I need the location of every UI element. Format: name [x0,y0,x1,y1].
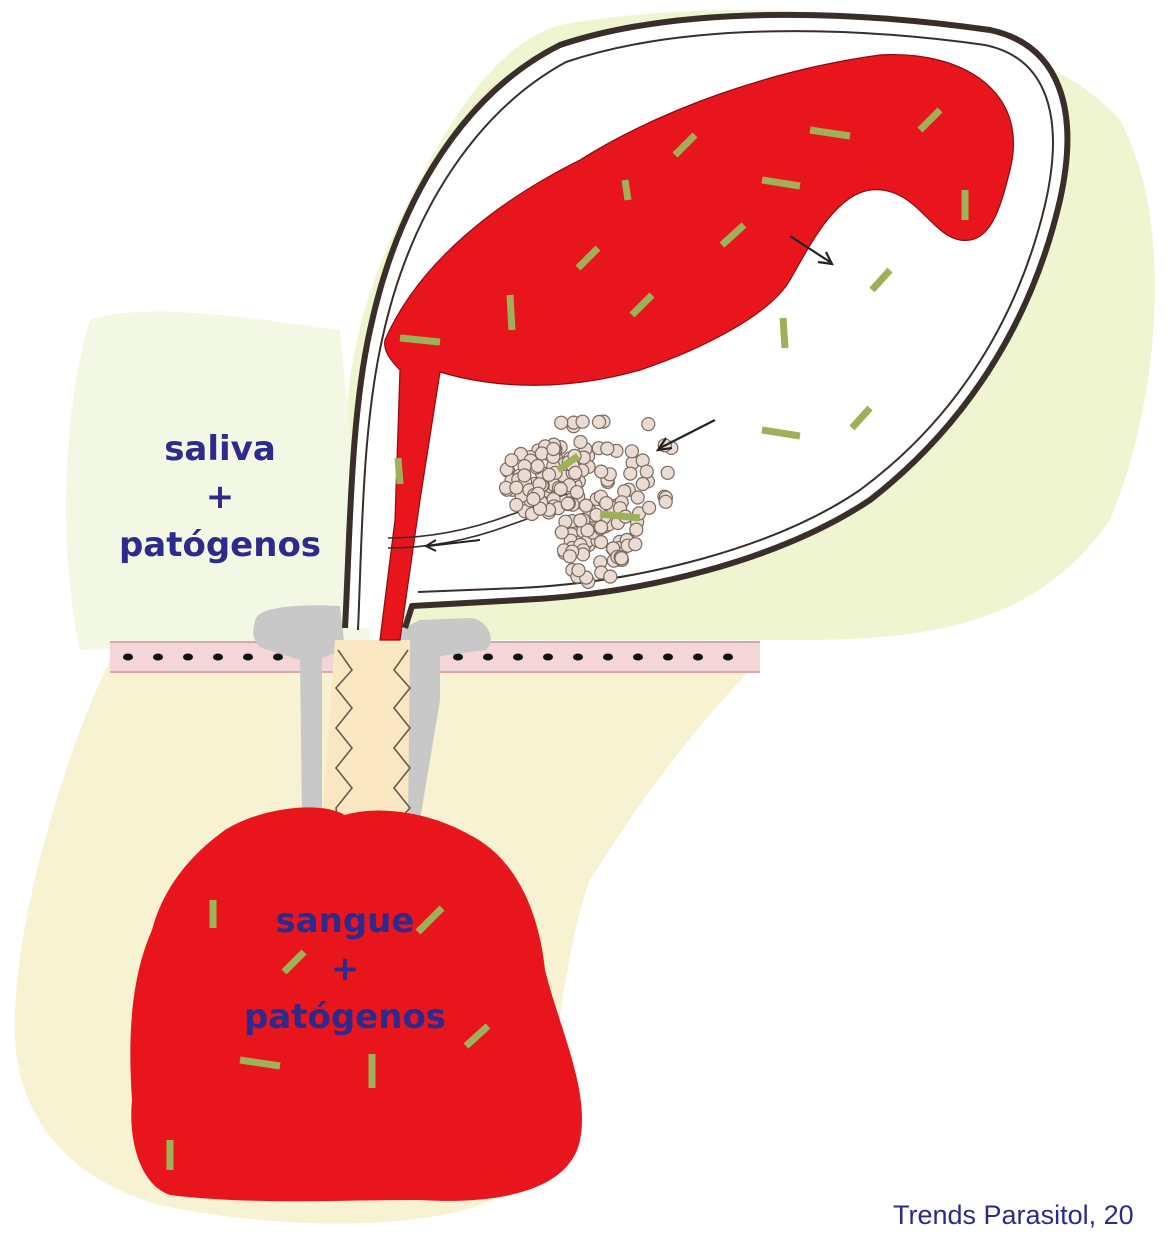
gland-acinus [640,465,653,478]
gland-acinus [595,465,608,478]
gland-acinus [600,497,613,510]
gland-acinus [554,483,567,496]
gland-acinus [510,481,523,494]
gland-acinus [580,499,593,512]
pathogen-rod [510,295,512,330]
saliva-label-line2: + [110,473,330,521]
saliva-pathogens-label: saliva + patógenos [110,425,330,569]
gland-acinus [574,436,587,449]
skin-cell-nucleus [123,654,133,661]
gland-acinus [643,501,656,514]
gland-acinus [631,491,644,504]
pathogen-rod [625,180,628,200]
skin-cell-nucleus [243,654,253,661]
pathogen-rod [398,458,400,484]
gland-acinus [555,526,568,539]
gland-acinus [574,514,587,527]
saliva-label-line3: patógenos [110,521,330,569]
gland-acinus [601,442,614,455]
gland-acinus [625,445,638,458]
skin-cell-nucleus [633,654,643,661]
pathogen-rod [783,318,785,348]
skin-cell-nucleus [183,654,193,661]
saliva-label-line1: saliva [110,425,330,473]
gland-acinus [576,415,589,428]
skin-cell-nucleus [153,654,163,661]
skin-cell-nucleus [543,654,553,661]
gland-acinus [661,466,674,479]
gland-acinus [561,497,574,510]
gland-acinus [571,486,584,499]
gland-acinus [593,416,606,429]
skin-cell-nucleus [603,654,613,661]
gland-acinus [642,418,655,431]
gland-acinus [505,454,518,467]
sangue-label-line2: + [225,945,465,993]
gland-acinus [531,460,544,473]
pathogen-rod [400,338,440,342]
gland-acinus [527,493,540,506]
sangue-label-line3: patógenos [225,993,465,1041]
skin-cell-nucleus [513,654,523,661]
skin-cell-nucleus [723,654,733,661]
gland-acinus [569,466,582,479]
gland-acinus [518,469,531,482]
gland-acinus [624,467,637,480]
gland-acinus [629,538,642,551]
skin-cell-nucleus [483,654,493,661]
skin-cell-nucleus [663,654,673,661]
gland-acinus [630,523,643,536]
sangue-label-line1: sangue [225,897,465,945]
skin-cell-nucleus [453,654,463,661]
skin-cell-nucleus [273,654,283,661]
gland-acinus [510,498,523,511]
source-citation: Trends Parasitol, 20 [893,1200,1134,1231]
skin-cell-nucleus [213,654,223,661]
gland-acinus [572,564,585,577]
gland-acinus [543,468,556,481]
gland-acinus [636,478,649,491]
gland-acinus [604,570,617,583]
gland-acinus [659,495,672,508]
gland-acinus [563,550,576,563]
gland-acinus [615,552,628,565]
skin-cell-nucleus [693,654,703,661]
pathogen-rod [600,514,640,518]
gland-acinus [555,416,568,429]
blood-pathogens-label: sangue + patógenos [225,897,465,1041]
gland-acinus [547,443,560,456]
gland-acinus [595,521,608,534]
skin-cell-nucleus [573,654,583,661]
